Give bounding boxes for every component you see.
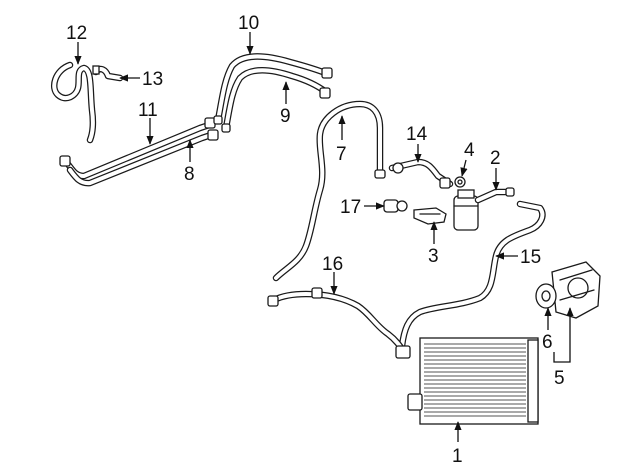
callout-10: 10 bbox=[238, 13, 259, 34]
callout-11: 11 bbox=[138, 100, 158, 121]
callout-7: 7 bbox=[336, 144, 347, 165]
part-12-hose bbox=[51, 61, 97, 144]
callout-1: 1 bbox=[452, 446, 463, 467]
part-4-oring bbox=[454, 176, 466, 188]
callout-16: 16 bbox=[322, 254, 343, 275]
part-6-clutch bbox=[535, 283, 557, 309]
part-15-line bbox=[398, 200, 546, 350]
callout-9: 9 bbox=[280, 106, 291, 127]
part-14-line bbox=[388, 158, 454, 189]
callout-labels: 12 13 11 8 10 9 7 14 4 2 17 3 15 16 6 5 … bbox=[66, 13, 565, 467]
callout-13: 13 bbox=[142, 69, 163, 90]
callout-8: 8 bbox=[184, 164, 195, 185]
part-16-hose bbox=[267, 287, 411, 359]
part-17-sensor bbox=[383, 199, 408, 213]
callout-5: 5 bbox=[554, 368, 565, 389]
callout-2: 2 bbox=[490, 148, 501, 169]
part-5-compressor bbox=[551, 261, 601, 319]
callout-15: 15 bbox=[520, 247, 541, 268]
part-3-bracket bbox=[413, 207, 447, 225]
callout-14: 14 bbox=[406, 124, 428, 145]
callout-3: 3 bbox=[428, 246, 439, 267]
part-1-condenser bbox=[407, 337, 539, 425]
leader-lines bbox=[74, 32, 574, 442]
part-11-lines bbox=[59, 117, 219, 187]
receiver-drier bbox=[453, 189, 479, 231]
part-13-fitting bbox=[92, 65, 124, 82]
callout-6: 6 bbox=[542, 332, 553, 353]
part-7-line bbox=[272, 100, 386, 282]
part-10-hoses bbox=[213, 53, 333, 133]
callout-17: 17 bbox=[340, 197, 361, 218]
callout-4: 4 bbox=[464, 140, 475, 161]
part-2-line bbox=[474, 187, 515, 204]
callout-12: 12 bbox=[66, 23, 87, 44]
